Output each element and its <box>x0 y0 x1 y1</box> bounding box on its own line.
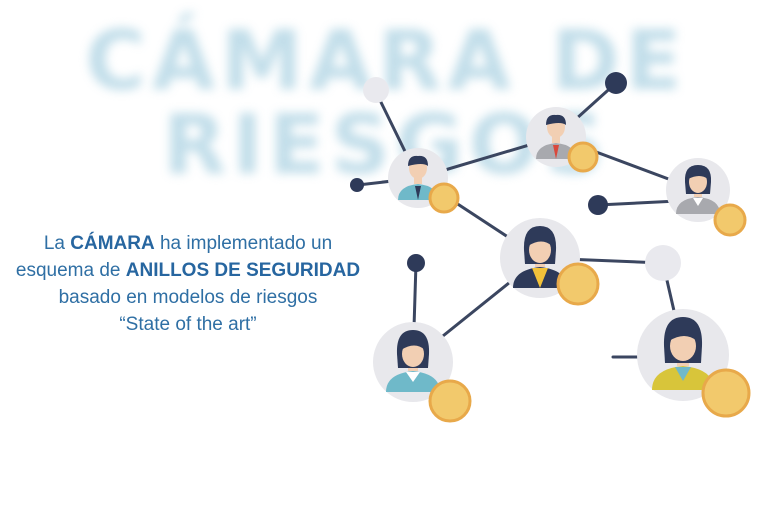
network-nodes <box>350 72 681 281</box>
node-dark-top-right <box>605 72 627 94</box>
node-light-top <box>363 77 389 103</box>
coin-4 <box>556 262 600 306</box>
node-dark-mid-left <box>407 254 425 272</box>
node-dark-left <box>350 178 364 192</box>
person-avatar-3 <box>666 158 730 222</box>
message-line-3: basado en modelos de riesgos <box>58 287 318 308</box>
person-avatar-5 <box>373 322 453 402</box>
message-text: La CÁMARA ha implementado un esquema de … <box>0 230 384 338</box>
coin-3 <box>713 203 747 237</box>
coin-1 <box>567 141 599 173</box>
message-line-2: esquema de ANILLOS DE SEGURIDAD <box>15 260 361 281</box>
node-light-right <box>645 245 681 281</box>
message-line-1: La CÁMARA ha implementado un <box>43 233 333 254</box>
coin-6 <box>701 368 751 418</box>
coin-5 <box>428 379 472 423</box>
message-line-4: “State of the art” <box>119 314 257 335</box>
coin-2 <box>428 182 460 214</box>
node-dark-mid-right <box>588 195 608 215</box>
person-avatar-6 <box>637 309 729 401</box>
